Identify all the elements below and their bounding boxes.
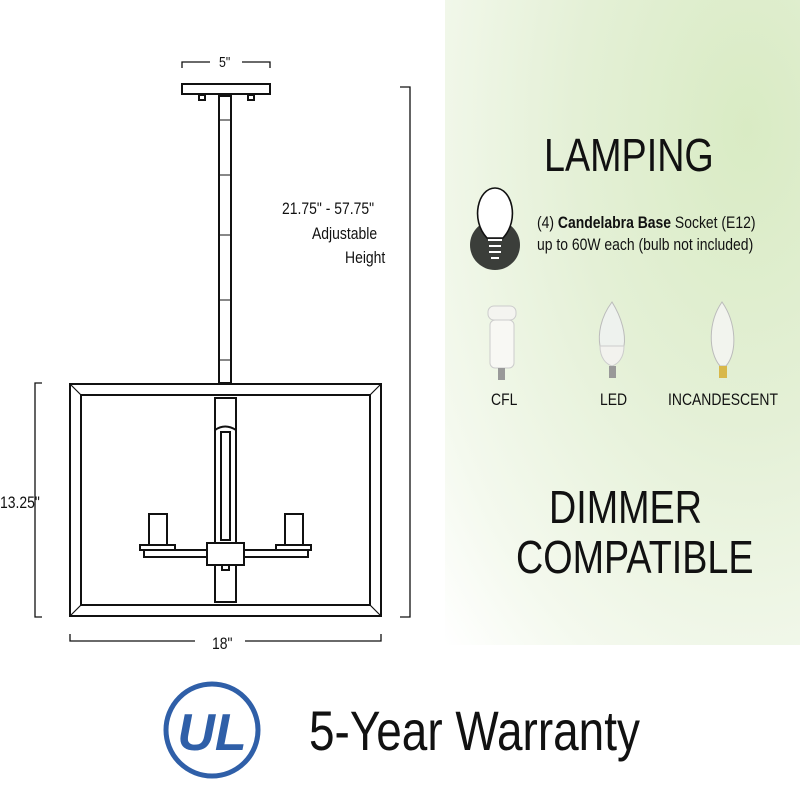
canopy-width-label: 5" <box>219 54 231 71</box>
lamping-title: LAMPING <box>544 129 714 181</box>
led-bulb <box>598 301 625 378</box>
socket-line: (4) Candelabra Base Socket (E12) <box>537 213 756 233</box>
dimmer-line1: DIMMER <box>549 481 702 533</box>
bulb-socket-icon <box>470 187 520 270</box>
center-column <box>214 397 237 603</box>
downrod <box>218 95 232 384</box>
cfl-bulb <box>487 305 517 380</box>
dimmer-line2: COMPATIBLE <box>516 531 754 583</box>
dimension-lines <box>34 61 411 642</box>
height-word-label: Height <box>345 248 386 267</box>
height-range-label: 21.75" - 57.75" <box>282 199 375 218</box>
socket-suffix: Socket (E12) <box>674 213 756 232</box>
socket-count: (4) <box>537 213 555 232</box>
bulb-label-incandescent: INCANDESCENT <box>668 390 778 409</box>
ul-logo: UL <box>163 681 261 779</box>
wattage-line: up to 60W each (bulb not included) <box>537 235 754 254</box>
bulb-label-cfl: CFL <box>491 390 518 409</box>
arms-candles <box>139 513 312 566</box>
canopy <box>181 83 271 101</box>
incandescent-bulb <box>710 301 735 378</box>
rectangular-frame <box>69 383 382 617</box>
bulb-label-led: LED <box>600 390 628 409</box>
warranty-text: 5-Year Warranty <box>309 699 640 762</box>
frame-height-label: 13.25" <box>0 493 40 512</box>
svg-text:UL: UL <box>177 704 246 762</box>
socket-type: Candelabra Base <box>557 213 672 232</box>
adjustable-label: Adjustable <box>312 224 378 243</box>
frame-width-label: 18" <box>212 634 233 653</box>
